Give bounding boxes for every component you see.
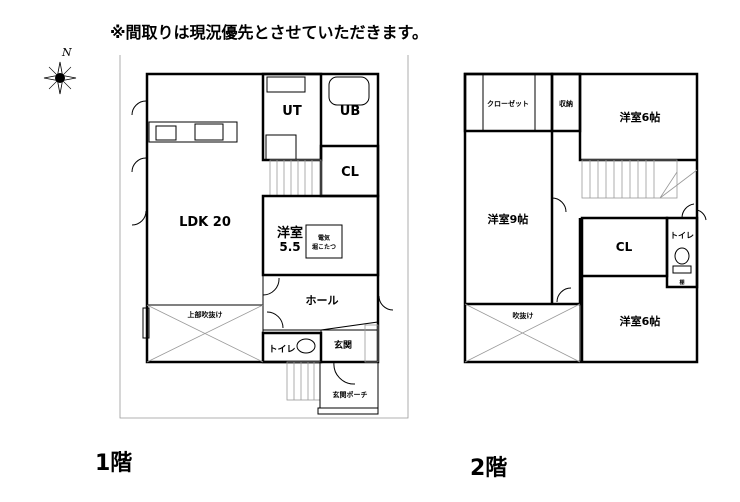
- floor-2-plan: クローゼット 収納 洋室6帖 洋室9帖 CL トイレ 棚 吹抜け 洋室6帖: [463, 72, 707, 364]
- label-toilet-2f: トイレ: [670, 231, 694, 240]
- label-genkan: 玄関: [334, 339, 352, 351]
- stairs-1f: [269, 159, 322, 197]
- label-fukinuke-2f: 吹抜け: [513, 311, 534, 320]
- kotatsu: [305, 224, 343, 259]
- label-room9: 洋室9帖: [488, 212, 529, 226]
- label-closet: クローゼット: [487, 99, 529, 108]
- label-yoshitsu: 洋室: [277, 225, 303, 241]
- label-cl: CL: [341, 165, 359, 180]
- fukinuke-1f: [146, 304, 264, 363]
- label-ut: UT: [282, 104, 302, 119]
- stairs-outside: [286, 361, 321, 401]
- compass-icon: N: [43, 46, 77, 95]
- label-kotatsu-1: 電気: [318, 234, 330, 242]
- stairs-2f: [581, 159, 698, 199]
- floor-1-label: 1階: [95, 451, 132, 476]
- floor-1-plan: UT UB CL LDK 20 洋室 5.5 電気 堀こたつ ホール トイレ 玄…: [119, 55, 409, 419]
- label-toilet-1f: トイレ: [268, 344, 295, 355]
- label-hall: ホール: [306, 294, 339, 307]
- label-porch: 玄関ポーチ: [333, 390, 368, 399]
- label-fukinuke-1f: 上部吹抜け: [188, 310, 223, 319]
- kitchen-counter: [148, 121, 238, 143]
- doors-2f: [551, 197, 707, 303]
- porch: [319, 362, 379, 409]
- label-ldk: LDK 20: [179, 215, 231, 230]
- label-room6-bottom: 洋室6帖: [620, 314, 661, 328]
- label-kotatsu-2: 堀こたつ: [312, 243, 336, 251]
- compass-north-label: N: [61, 46, 72, 59]
- notice-text: ※間取りは現況優先とさせていただきます。: [110, 23, 428, 42]
- label-ub: UB: [340, 104, 360, 119]
- floor-2-label: 2階: [470, 456, 507, 481]
- label-cl-2f: CL: [616, 240, 633, 254]
- room-toilet-2f: [665, 216, 699, 289]
- fukinuke-2f: [464, 303, 581, 363]
- label-shelf: 棚: [679, 279, 684, 286]
- label-storage: 収納: [559, 99, 573, 108]
- label-yoshitsu-size: 5.5: [279, 240, 300, 254]
- label-room6-top: 洋室6帖: [620, 110, 661, 124]
- doors-1f: [131, 100, 394, 385]
